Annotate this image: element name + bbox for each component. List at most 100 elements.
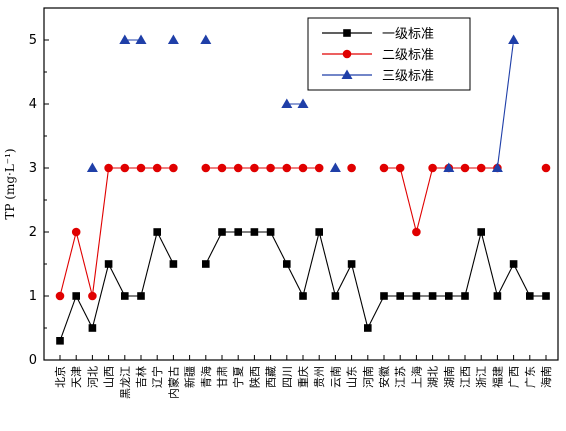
data-point-circle <box>460 163 470 173</box>
series-line-segment <box>367 295 385 329</box>
data-point-square <box>234 228 242 236</box>
data-point-circle <box>217 163 227 173</box>
data-point-triangle <box>281 98 293 108</box>
x-tick-label: 广东 <box>524 366 537 388</box>
legend-label: 一级标准 <box>382 27 434 42</box>
data-point-circle <box>201 163 211 173</box>
x-tick-label: 天津 <box>70 366 83 388</box>
x-tick-label: 江苏 <box>394 366 407 388</box>
series-line-segment <box>496 263 515 297</box>
data-point-square <box>380 292 388 300</box>
series-line-segment <box>91 263 110 329</box>
data-point-square <box>461 292 469 300</box>
data-point-circle <box>136 163 146 173</box>
data-point-circle <box>314 163 324 173</box>
data-point-triangle <box>329 162 341 172</box>
legend-marker-circle <box>342 49 352 59</box>
y-tick-label: 0 <box>29 353 37 368</box>
series-line-segment <box>75 295 93 329</box>
y-tick-label: 1 <box>29 289 37 304</box>
series-line-segment <box>415 167 434 233</box>
series-line-segment <box>286 263 304 297</box>
data-point-circle <box>347 163 356 173</box>
data-point-triangle <box>86 162 98 172</box>
data-point-square <box>202 260 210 268</box>
legend-label: 三级标准 <box>382 69 434 84</box>
series-line-segment <box>351 263 369 329</box>
x-tick-label: 甘肃 <box>216 366 229 388</box>
legend-marker-triangle <box>341 69 353 79</box>
data-point-square <box>347 260 356 268</box>
x-tick-label: 北京 <box>53 366 67 388</box>
data-point-circle <box>395 163 405 173</box>
x-tick-label: 内蒙古 <box>166 366 180 399</box>
data-point-circle <box>282 163 292 173</box>
data-point-square <box>72 292 80 300</box>
data-point-circle <box>476 163 486 173</box>
x-tick-label: 宁夏 <box>231 366 245 388</box>
x-tick-label: 青海 <box>199 366 213 388</box>
y-axis-label: TP (mg·L⁻¹) <box>3 148 17 219</box>
data-point-triangle <box>491 162 503 172</box>
data-point-square <box>445 292 453 300</box>
x-tick-label: 河北 <box>86 366 99 388</box>
data-point-circle <box>169 163 178 173</box>
data-point-square <box>218 228 226 236</box>
data-point-triangle <box>135 34 147 44</box>
data-point-square <box>396 292 404 300</box>
series-line-segment <box>464 231 482 297</box>
data-point-square <box>283 260 291 268</box>
data-point-circle <box>266 163 275 173</box>
y-tick-label: 5 <box>29 33 37 48</box>
x-tick-label: 湖北 <box>427 366 440 388</box>
x-tick-label: 广西 <box>508 366 521 388</box>
x-tick-label: 陕西 <box>247 366 261 388</box>
data-point-circle <box>233 163 243 173</box>
x-tick-label: 黑龙江 <box>119 366 132 399</box>
data-point-circle <box>71 227 81 237</box>
data-point-square <box>315 228 323 236</box>
data-point-square <box>331 292 340 300</box>
data-point-square <box>88 324 97 332</box>
x-tick-label: 海南 <box>539 366 553 388</box>
data-point-square <box>477 228 485 236</box>
data-point-square <box>169 260 178 268</box>
data-point-square <box>153 228 161 236</box>
data-point-triangle <box>297 98 309 108</box>
series-line-segment <box>140 231 158 297</box>
x-tick-label: 浙江 <box>475 366 488 388</box>
data-point-triangle <box>119 34 131 44</box>
x-tick-label: 安徽 <box>377 366 391 388</box>
x-tick-label: 西藏 <box>265 366 278 388</box>
x-tick-label: 重庆 <box>296 366 310 388</box>
series-line-segment <box>270 231 288 265</box>
data-point-circle <box>541 163 551 173</box>
series-line-segment <box>205 231 223 265</box>
data-point-circle <box>428 163 437 173</box>
series-line-segment <box>302 231 320 297</box>
x-tick-label: 山东 <box>346 366 359 388</box>
x-tick-label: 上海 <box>409 366 423 388</box>
series-line-segment <box>108 263 126 297</box>
data-point-square <box>412 292 421 300</box>
y-tick-label: 2 <box>29 225 37 240</box>
data-point-triangle <box>200 34 212 44</box>
x-tick-label: 吉林 <box>134 366 148 388</box>
x-tick-label: 江西 <box>459 366 472 388</box>
data-point-square <box>104 260 113 268</box>
x-tick-label: 湖南 <box>443 366 456 388</box>
data-point-circle <box>298 163 308 173</box>
series-line-segment <box>318 231 336 297</box>
x-tick-label: 山西 <box>103 366 116 388</box>
data-point-square <box>364 324 372 332</box>
data-point-square <box>542 292 550 300</box>
data-point-square <box>250 228 259 236</box>
series-line-segment <box>480 231 498 297</box>
legend-label: 二级标准 <box>382 48 434 63</box>
series-line-segment <box>59 295 77 341</box>
data-point-square <box>509 260 518 268</box>
y-tick-label: 3 <box>29 161 37 176</box>
x-tick-label: 福建 <box>490 366 504 388</box>
